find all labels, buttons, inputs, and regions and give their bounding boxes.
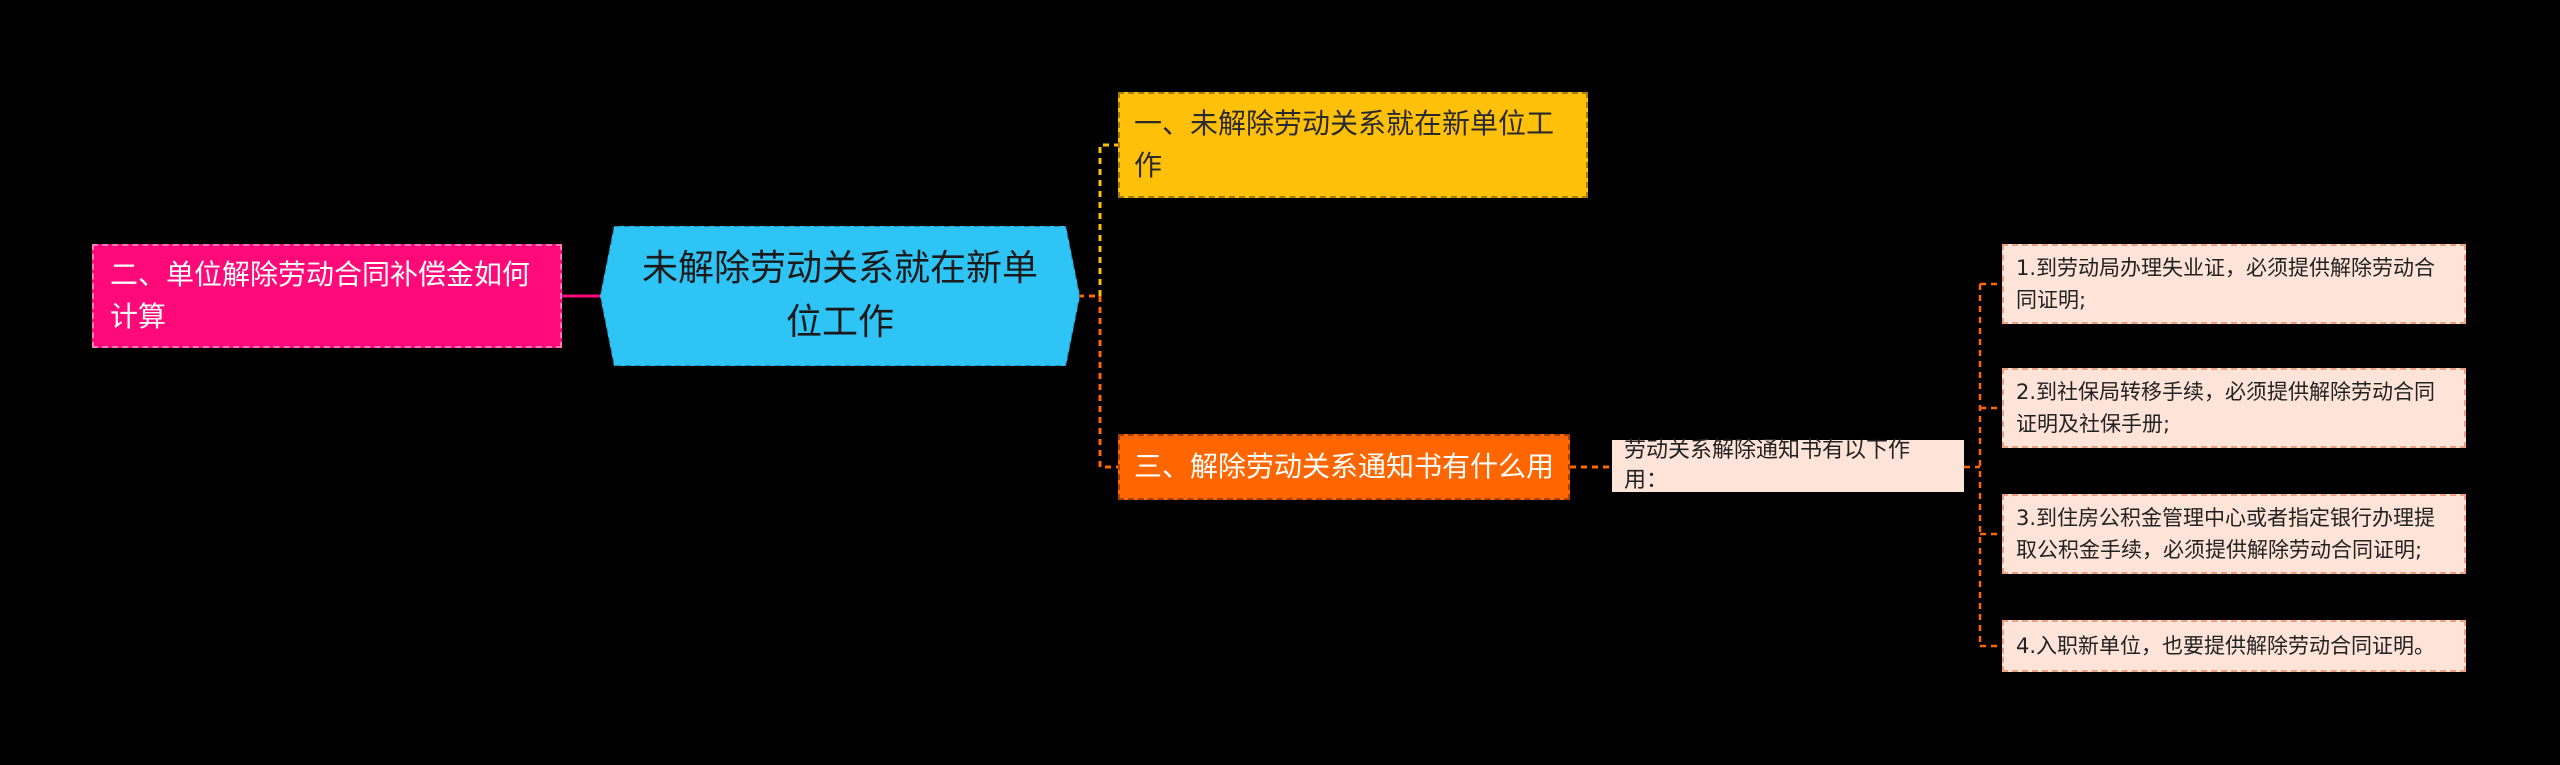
topic-compensation-calculation[interactable]: 二、单位解除劳动合同补偿金如何计算 — [92, 244, 562, 348]
leaf-new-employer[interactable]: 4.入职新单位，也要提供解除劳动合同证明。 — [2002, 620, 2466, 672]
root-topic[interactable]: 未解除劳动关系就在新单位工作 — [600, 224, 1080, 368]
leaf-social-security-transfer[interactable]: 2.到社保局转移手续，必须提供解除劳动合同证明及社保手册; — [2002, 368, 2466, 448]
connector-root-branch1 — [1078, 143, 1118, 298]
subtopic-label: 劳动关系解除通知书有以下作用： — [1624, 438, 1911, 493]
leaf-housing-fund-withdrawal[interactable]: 3.到住房公积金管理中心或者指定银行办理提取公积金手续，必须提供解除劳动合同证明… — [2002, 494, 2466, 574]
leaf-label: 3.到住房公积金管理中心或者指定银行办理提取公积金手续，必须提供解除劳动合同证明… — [2016, 506, 2436, 562]
root-label: 未解除劳动关系就在新单位工作 — [641, 248, 1038, 343]
topic-termination-notice-use[interactable]: 三、解除劳动关系通知书有什么用 — [1118, 434, 1570, 500]
topic-unterminated-new-job[interactable]: 一、未解除劳动关系就在新单位工作 — [1118, 92, 1588, 198]
leaf-unemployment-certificate[interactable]: 1.到劳动局办理失业证，必须提供解除劳动合同证明; — [2002, 244, 2466, 324]
root-shape — [600, 225, 1080, 367]
topic-label: 一、未解除劳动关系就在新单位工作 — [1134, 107, 1555, 182]
root-hexagon — [600, 225, 1080, 367]
connector-intro-leaves — [1964, 282, 2002, 648]
topic-label: 二、单位解除劳动合同补偿金如何计算 — [110, 258, 531, 333]
connector-root-branch3 — [1078, 294, 1118, 469]
leaf-label: 2.到社保局转移手续，必须提供解除劳动合同证明及社保手册; — [2016, 380, 2436, 436]
topic-label: 三、解除劳动关系通知书有什么用 — [1134, 450, 1555, 483]
subtopic-notice-intro[interactable]: 劳动关系解除通知书有以下作用： — [1612, 438, 1964, 493]
leaf-label: 1.到劳动局办理失业证，必须提供解除劳动合同证明; — [2016, 256, 2436, 312]
leaf-label: 4.入职新单位，也要提供解除劳动合同证明。 — [2016, 634, 2436, 658]
